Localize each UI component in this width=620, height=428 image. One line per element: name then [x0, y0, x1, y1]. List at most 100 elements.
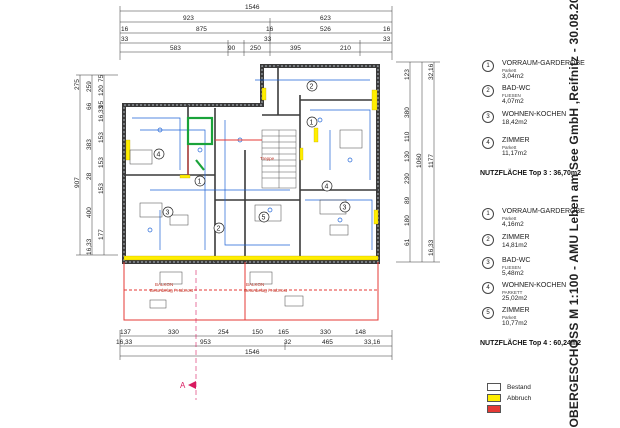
balkon-sub-label: Betonbelag / Holzrost	[244, 288, 288, 293]
svg-text:3: 3	[343, 205, 347, 212]
dim-text: 32,16	[428, 63, 435, 80]
dim-text: 153	[98, 157, 105, 168]
top4-total: NUTZFLÄCHE Top 4 : 60,24m2	[480, 340, 581, 347]
top-dimension-lines	[119, 6, 393, 60]
dim-text: 61	[404, 238, 411, 246]
left-dimension-texts: 275 259 75 120 95 66 16,33 153 383 153 2…	[74, 74, 105, 255]
room-name: WOHNEN-KOCHEN	[502, 111, 567, 118]
dim-text: 953	[200, 339, 211, 346]
dim-text: 330	[168, 329, 179, 336]
svg-text:2: 2	[217, 226, 221, 233]
dim-text: 623	[320, 15, 331, 22]
dim-text: 66	[86, 102, 93, 110]
room-name: ZIMMER	[502, 307, 530, 314]
dim-text: 465	[322, 339, 333, 346]
dim-text: 907	[74, 177, 81, 188]
dim-text: 16	[266, 26, 274, 33]
room-floor: Parkett	[502, 145, 517, 150]
room-area: 11,17m2	[502, 150, 527, 157]
room-name: ZIMMER	[502, 234, 530, 241]
room-floor: Parkett	[502, 68, 517, 73]
legend-key-bestand: Bestand	[487, 383, 531, 391]
dim-text: 75	[98, 74, 105, 82]
dim-text: 1546	[245, 4, 260, 11]
left-dimension-lines	[76, 74, 118, 256]
dim-text: 16,33	[86, 238, 93, 255]
balkon-label: BALKON	[246, 282, 264, 287]
room-area: 25,02m2	[502, 295, 528, 302]
dim-text: 16	[121, 26, 129, 33]
room-floor: FLIESEN	[502, 265, 521, 270]
legend-key-neu	[487, 405, 507, 413]
dim-text: 120	[98, 85, 105, 96]
dim-text: 177	[98, 229, 105, 240]
swatch-bestand	[487, 383, 501, 391]
top-dimension-texts: 1546 923 623 16 875 16 526 16 33 33 33 5…	[121, 4, 391, 52]
dim-text: 153	[98, 132, 105, 143]
room-area: 4,07m2	[502, 98, 524, 105]
room-number: 4	[482, 137, 494, 149]
stair	[261, 129, 297, 189]
furniture	[129, 129, 363, 309]
dim-text: 150	[252, 329, 263, 336]
room-area: 18,42m2	[502, 119, 528, 126]
room-number: 3	[482, 111, 494, 123]
dim-text: 1546	[245, 349, 260, 356]
building-walls	[122, 64, 380, 264]
svg-text:1: 1	[310, 120, 314, 127]
dim-text: 33,16	[364, 339, 381, 346]
room-labels: Treppe BALKON Betonbelag / Holzrost BALK…	[150, 156, 288, 293]
swatch-abbruch	[487, 394, 501, 402]
room-name: BAD-WC	[502, 257, 531, 264]
dim-text: 526	[320, 26, 331, 33]
bottom-dimension-texts: 137 330 254 150 165 330 148 16,33 953 32…	[116, 329, 381, 356]
dim-text: 383	[86, 139, 93, 150]
dim-text: 230	[404, 173, 411, 184]
dim-text: 210	[340, 45, 351, 52]
dim-text: 148	[355, 329, 366, 336]
svg-text:5: 5	[262, 215, 266, 222]
top3-total: NUTZFLÄCHE Top 3 : 36,70m2	[480, 170, 581, 177]
dim-text: 90	[228, 45, 236, 52]
bottom-dimension-lines	[119, 330, 393, 360]
dim-text: 330	[320, 329, 331, 336]
dim-text: 16,33	[116, 339, 133, 346]
dim-text: 400	[86, 207, 93, 218]
room-number: 2	[482, 234, 494, 246]
room-floor: Parkett	[502, 315, 517, 320]
room-name: BAD-WC	[502, 85, 531, 92]
room-area: 14,81m2	[502, 242, 528, 249]
dim-text: 130	[404, 151, 411, 162]
dim-text: 33	[383, 36, 391, 43]
room-floor: PARKETT	[502, 290, 523, 295]
dim-text: 137	[120, 329, 131, 336]
dim-text: 95	[98, 100, 105, 108]
new-walls	[123, 139, 379, 321]
dim-text: 583	[170, 45, 181, 52]
room-area: 4,16m2	[502, 221, 524, 228]
room-number: 2	[482, 85, 494, 97]
room-floor: Parkett	[502, 216, 517, 221]
right-dimension-lines	[396, 61, 440, 263]
room-floor: FLIESEN	[502, 93, 521, 98]
room-number: 3	[482, 257, 494, 269]
balkon-sub-label: Betonbelag / Holzrost	[150, 288, 194, 293]
dim-text: 33	[264, 36, 272, 43]
dim-text: 254	[218, 329, 229, 336]
svg-text:4: 4	[157, 152, 161, 159]
room-name: VORRAUM-GARDEROBE	[502, 208, 585, 215]
room-number: 4	[482, 282, 494, 294]
dim-text: 16	[383, 26, 391, 33]
room-number-markers: 4 3 1 2 5 2 1 4 3	[153, 80, 351, 234]
room-name: VORRAUM-GARDEROBE	[502, 60, 585, 67]
dim-text: 1060	[416, 153, 423, 168]
room-number: 5	[482, 307, 494, 319]
dim-text: 123	[404, 69, 411, 80]
